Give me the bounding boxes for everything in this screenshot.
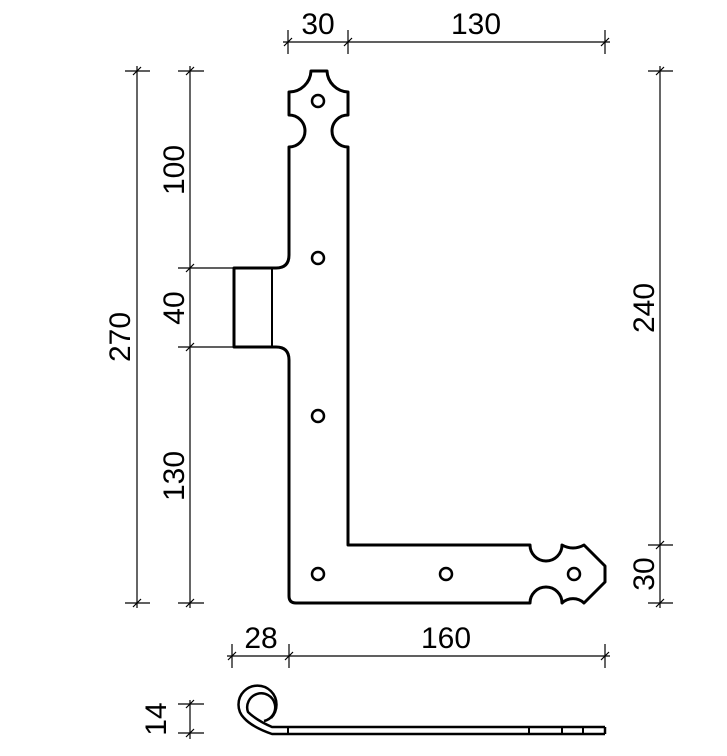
screw-hole xyxy=(310,566,326,582)
screw-hole xyxy=(310,93,326,109)
screw-hole xyxy=(566,566,582,582)
bottom-dimension: 28 160 xyxy=(227,622,610,668)
dim-label: 130 xyxy=(158,451,191,501)
hinge-side-view xyxy=(237,684,607,736)
dim-label: 130 xyxy=(451,8,501,41)
dim-label: 240 xyxy=(628,283,661,333)
screw-hole xyxy=(438,566,454,582)
screw-hole xyxy=(310,408,326,424)
thickness-dimension: 14 xyxy=(140,699,204,739)
dim-label: 14 xyxy=(140,702,173,735)
dim-label: 270 xyxy=(104,312,137,362)
hinge-plate-outline xyxy=(232,69,607,605)
right-dimension: 240 30 xyxy=(628,66,673,608)
screw-hole xyxy=(310,250,326,266)
dim-label: 28 xyxy=(244,622,277,655)
dim-label: 30 xyxy=(628,557,661,590)
dim-label: 160 xyxy=(421,622,471,655)
dim-label: 30 xyxy=(301,8,334,41)
dim-label: 100 xyxy=(158,145,191,195)
dim-label: 40 xyxy=(158,291,191,324)
left-total-dimension: 270 xyxy=(104,66,150,608)
top-dimension: 30 130 xyxy=(283,8,610,54)
screw-holes xyxy=(310,93,582,582)
left-segment-dimension: 100 40 130 xyxy=(158,66,234,608)
